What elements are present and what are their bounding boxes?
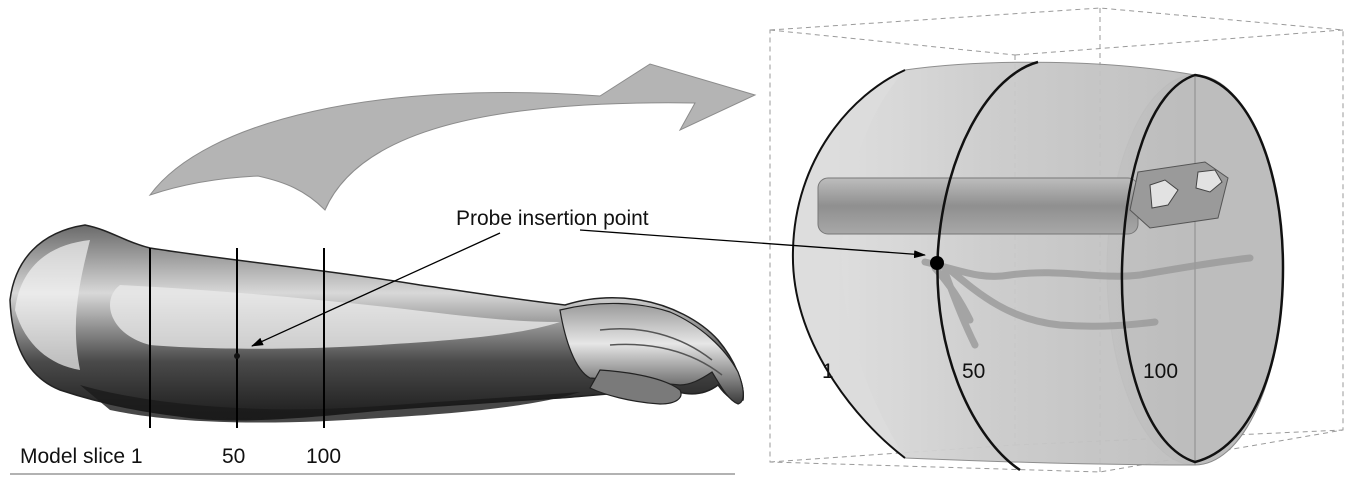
model-slice-label-100: 100 [1143,360,1178,383]
model-insertion-dot [930,256,944,270]
transfer-arrow-icon [150,64,755,210]
arm-insertion-dot [234,353,240,359]
probe-insertion-label: Probe insertion point [456,207,649,230]
model-slice-label-50: 50 [962,360,985,383]
arm-slice-label-100: 100 [306,445,341,468]
3d-tissue-model [770,8,1343,472]
arm-slice-label-50: 50 [222,445,245,468]
forearm-illustration [10,225,743,423]
model-slice-label-1: 1 [822,360,834,383]
arm-slice-label-1: Model slice 1 [20,445,143,468]
bone-upper [818,178,1138,234]
